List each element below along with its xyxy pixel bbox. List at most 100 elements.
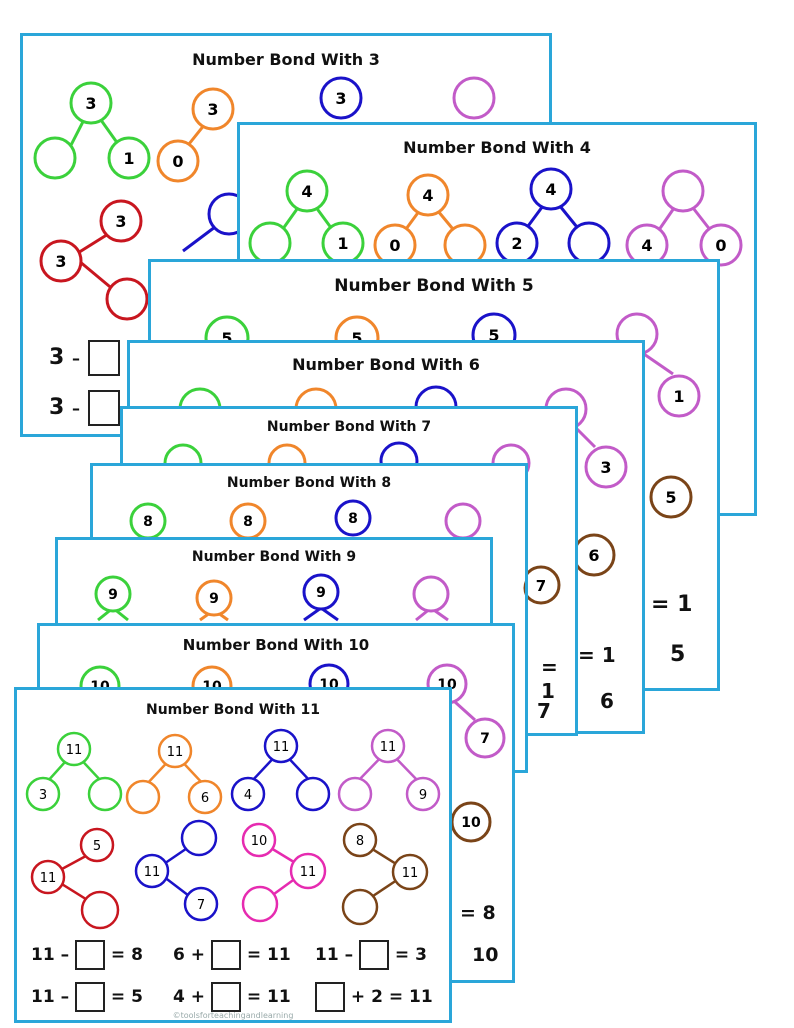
worksheet-title: Number Bond With 6 <box>292 355 480 374</box>
bond-top-value: 9 <box>316 585 326 601</box>
equation-2: 6 + = 11 <box>173 940 291 970</box>
equation-fragment: = 8 <box>460 902 496 924</box>
bond-blue: 9 <box>302 573 340 622</box>
bond-top-value: 3 <box>115 212 126 231</box>
bond-left-value: 4 <box>641 236 652 255</box>
bond-purple <box>444 502 482 540</box>
bond-blue: 4 2 <box>495 167 611 265</box>
bond-left-value: 0 <box>389 236 400 255</box>
bond-left-value: 11 <box>40 871 57 886</box>
bond-magenta: 10 11 <box>241 822 327 923</box>
bond-top-value: 8 <box>356 834 364 849</box>
bond-right-value: 1 <box>673 387 684 406</box>
bond-left-value: 11 <box>402 866 419 881</box>
bond-blue-2: 11 7 <box>134 819 219 922</box>
bond-top-value: 10 <box>461 815 481 831</box>
worksheet-11: Number Bond With 11 11 3 11 6 11 4 <box>14 687 452 1023</box>
bond-green: 3 1 <box>33 81 151 180</box>
worksheet-title: Number Bond With 5 <box>334 276 534 296</box>
equation-3: 11 – = 3 <box>315 940 427 970</box>
bonds-area: 11 3 11 6 11 4 11 9 <box>25 728 441 930</box>
bond-top-value: 3 <box>85 94 96 113</box>
equation-fragment: 6 <box>600 689 614 713</box>
bond-value: 5 <box>665 488 676 507</box>
answer-box[interactable] <box>210 940 241 970</box>
bond-green: 9 <box>94 575 132 622</box>
bond-purple: 4 0 <box>625 169 743 267</box>
bond-left-value: 3 <box>39 788 47 803</box>
bond-red: 5 11 <box>30 827 120 930</box>
bonds-area: 4 1 4 0 4 2 4 0 <box>248 167 743 267</box>
bond-top-value: 5 <box>93 839 101 854</box>
answer-box[interactable] <box>87 340 120 376</box>
bond-right-value: 6 <box>201 791 209 806</box>
bond-right-value: 7 <box>480 731 490 747</box>
equation-row-1: 3 – <box>49 340 120 376</box>
bonds-area: 9 9 9 <box>94 573 450 622</box>
equation-4: 11 – = 5 <box>31 982 143 1012</box>
bond-top-value: 5 <box>488 326 499 345</box>
bond-brown-partial: 5 <box>649 475 693 519</box>
bond-purple <box>412 575 450 622</box>
bond-purple: 11 9 <box>337 728 441 812</box>
bond-green: 4 1 <box>248 169 365 265</box>
bond-orange: 4 0 <box>373 173 487 267</box>
bonds-area: 3 1 3 0 3 3 3 <box>33 76 496 321</box>
bond-left-value: 11 <box>300 865 317 880</box>
bond-right-value: 3 <box>600 458 611 477</box>
equation-1: 11 – = 8 <box>31 940 143 970</box>
answer-box[interactable] <box>359 940 389 970</box>
equation-6: + 2 = 11 <box>315 982 433 1012</box>
bond-top-value: 4 <box>422 186 433 205</box>
answer-box[interactable] <box>210 982 241 1012</box>
bond-top-value: 8 <box>143 514 153 530</box>
watermark: ©toolsforteachingandlearning <box>172 1011 294 1020</box>
bond-blue: 3 <box>319 76 363 120</box>
worksheet-title: Number Bond With 7 <box>266 419 432 435</box>
eq-number: 3 <box>49 395 65 420</box>
bond-right-value: 1 <box>337 234 348 253</box>
bond-top-value: 8 <box>348 511 358 527</box>
bond-right-value: 1 <box>123 149 134 168</box>
bond-top-value: 11 <box>273 740 290 755</box>
equation-fragment: = 1 <box>541 655 558 703</box>
worksheet-title: Number Bond With 3 <box>192 50 380 69</box>
bond-top-value: 9 <box>108 587 118 603</box>
bond-brown: 8 11 <box>341 822 429 926</box>
worksheet-title: Number Bond With 9 <box>191 549 357 565</box>
equation-fragment: 7 <box>537 699 551 723</box>
answer-box[interactable] <box>75 940 105 970</box>
answer-box[interactable] <box>75 982 105 1012</box>
bond-left-value: 3 <box>55 252 66 271</box>
eq-number: 3 <box>49 345 65 370</box>
bond-brown: 10 <box>450 801 492 843</box>
bond-right-value: 0 <box>715 236 726 255</box>
bond-value: 6 <box>588 546 599 565</box>
bond-top-value: 10 <box>251 834 268 849</box>
worksheet-title: Number Bond With 8 <box>226 475 392 491</box>
bond-top-value: 3 <box>207 100 218 119</box>
bond-top-value: 11 <box>66 743 83 758</box>
worksheet-title: Number Bond With 4 <box>403 138 591 157</box>
bond-left-value: 2 <box>511 234 522 253</box>
answer-box[interactable] <box>87 390 120 426</box>
equation-fragment: = 1 <box>651 592 693 617</box>
bond-top-value: 4 <box>545 180 556 199</box>
bond-left-value: 11 <box>144 865 161 880</box>
bond-purple <box>452 76 496 120</box>
bond-top-value: 5 <box>351 329 362 348</box>
bond-brown-partial: 6 <box>572 533 616 577</box>
bond-right-value: 9 <box>419 788 427 803</box>
bond-brown-partial <box>523 580 525 596</box>
bond-blue: 8 <box>334 499 372 537</box>
bond-top-value: 4 <box>301 182 312 201</box>
bonds-area: 8 8 8 1 <box>129 499 525 596</box>
worksheet-title: Number Bond With 11 <box>146 702 320 718</box>
equation-fragment: 5 <box>670 642 686 667</box>
bond-orange: 9 <box>195 579 233 622</box>
eq-operator: – <box>71 349 80 368</box>
equation-fragment: 10 <box>472 944 499 966</box>
bond-top-value: 3 <box>335 89 346 108</box>
answer-box[interactable] <box>315 982 345 1012</box>
equation-row-2: 3 – <box>49 390 120 426</box>
